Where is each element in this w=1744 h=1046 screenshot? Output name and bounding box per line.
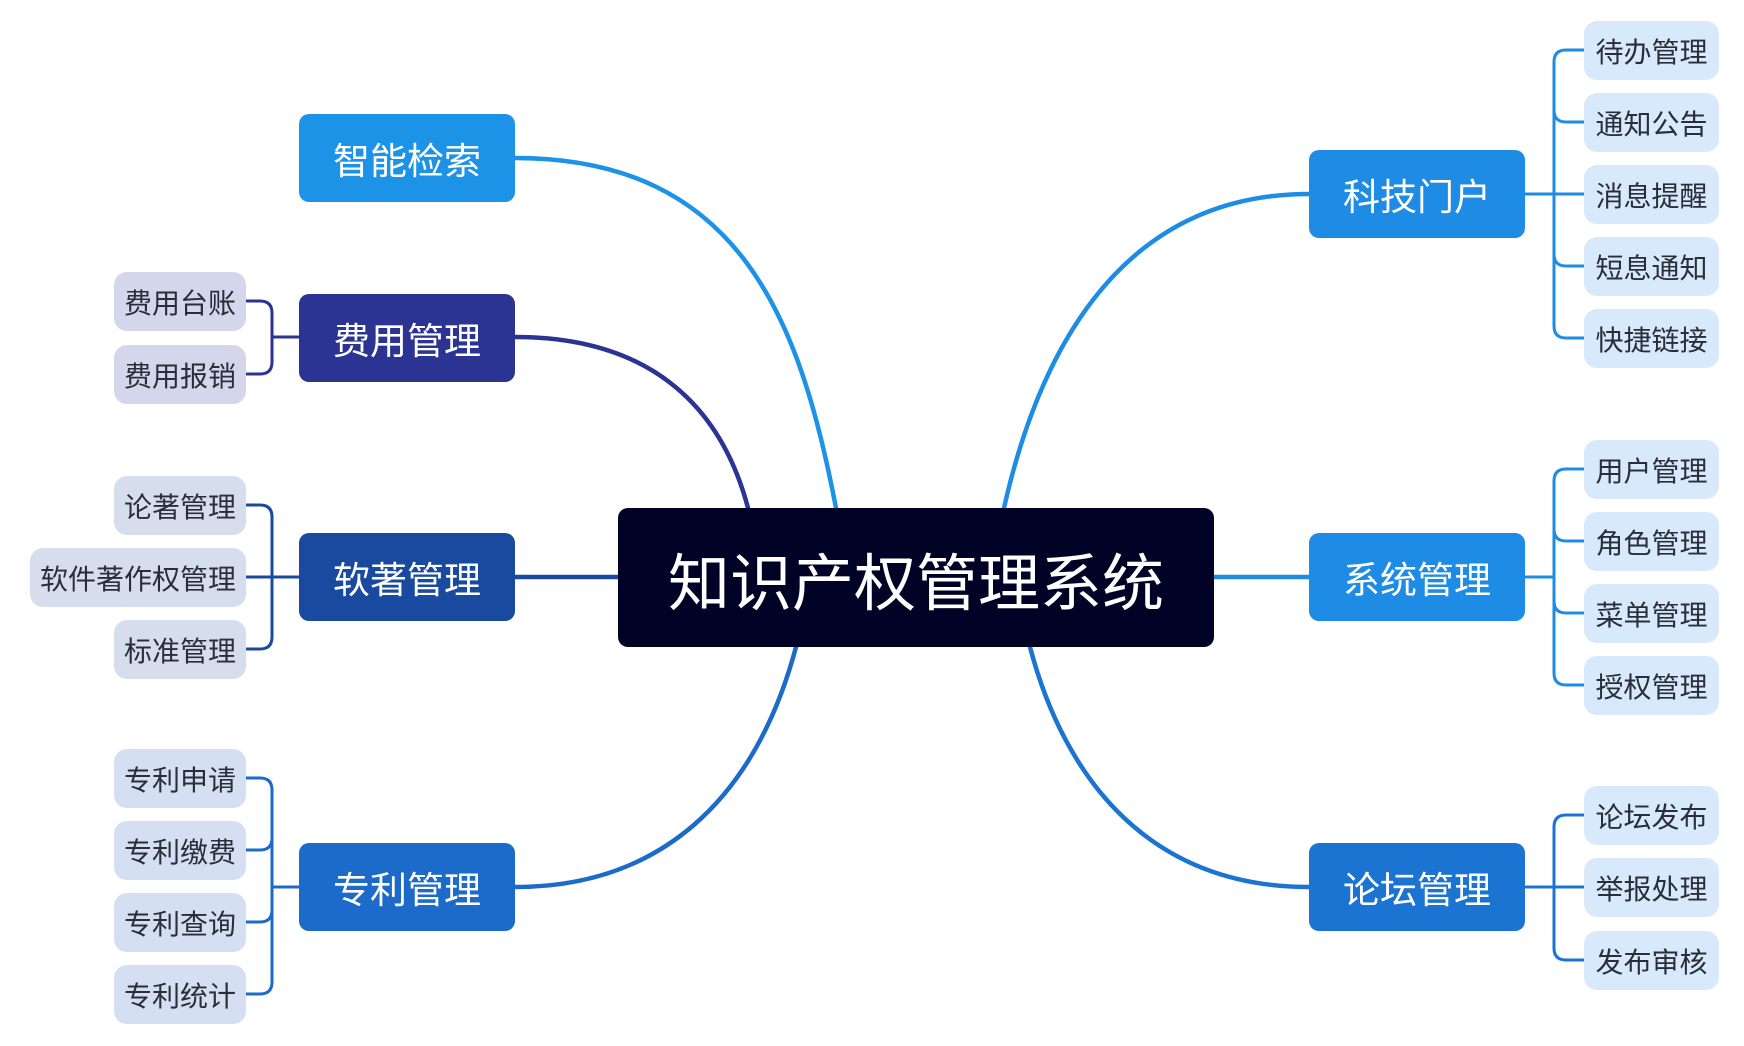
connector-root-smart-search [512,155,839,511]
leaf-role-management[interactable]: 角色管理 [1584,512,1719,571]
branch-forum-management[interactable]: 论坛管理 [1309,843,1525,931]
bracket-system [1524,467,1586,687]
branch-patent-management[interactable]: 专利管理 [299,843,515,931]
leaf-expense-ledger[interactable]: 费用台账 [113,272,246,331]
branch-expense-management[interactable]: 费用管理 [299,294,515,382]
leaf-expense-reimbursement[interactable]: 费用报销 [113,345,246,404]
leaf-treatise-management[interactable]: 论著管理 [113,476,246,535]
branch-tech-portal[interactable]: 科技门户 [1309,150,1525,238]
connector-root-portal [1001,191,1312,511]
connector-root-patent [512,644,799,890]
leaf-patent-statistics[interactable]: 专利统计 [113,965,246,1024]
bracket-software [244,503,301,651]
leaf-patent-query[interactable]: 专利查询 [113,893,246,952]
leaf-patent-fee[interactable]: 专利缴费 [113,821,246,880]
branch-software-copyright-management[interactable]: 软著管理 [299,533,515,621]
bracket-expense [244,299,301,376]
leaf-patent-application[interactable]: 专利申请 [113,749,246,808]
leaf-quick-links[interactable]: 快捷链接 [1584,309,1719,368]
branch-system-management[interactable]: 系统管理 [1309,533,1525,621]
leaf-standard-management[interactable]: 标准管理 [113,620,246,679]
leaf-software-copyright[interactable]: 软件著作权管理 [29,548,246,607]
leaf-announcements[interactable]: 通知公告 [1584,93,1719,152]
leaf-message-reminder[interactable]: 消息提醒 [1584,165,1719,224]
leaf-report-handling[interactable]: 举报处理 [1584,858,1719,917]
leaf-user-management[interactable]: 用户管理 [1584,440,1719,499]
leaf-menu-management[interactable]: 菜单管理 [1584,584,1719,643]
leaf-todo-management[interactable]: 待办管理 [1584,21,1719,80]
branch-smart-search[interactable]: 智能检索 [299,114,515,202]
root-node[interactable]: 知识产权管理系统 [618,508,1214,647]
bracket-forum [1524,813,1586,962]
bracket-patent [244,776,301,996]
leaf-sms-notification[interactable]: 短息通知 [1584,237,1719,296]
bracket-portal [1524,48,1586,340]
connector-root-expense [512,334,751,511]
leaf-publish-review[interactable]: 发布审核 [1584,931,1719,990]
connector-root-forum [1027,644,1312,890]
leaf-authorization-management[interactable]: 授权管理 [1584,656,1719,715]
leaf-forum-publish[interactable]: 论坛发布 [1584,786,1719,845]
